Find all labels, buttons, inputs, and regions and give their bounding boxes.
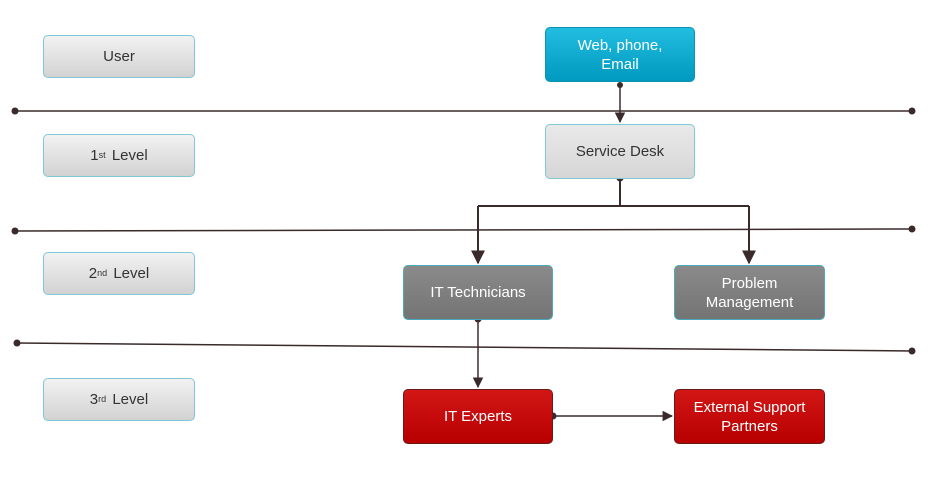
node-line: External Support bbox=[693, 398, 806, 416]
level-separator-3 bbox=[13, 339, 916, 355]
node-line: Management bbox=[705, 293, 794, 311]
node-line: Partners bbox=[721, 417, 778, 435]
node-line: Email bbox=[601, 55, 639, 73]
connector-channels-to-service-desk bbox=[614, 82, 626, 124]
node-external-support-partners: External Support Partners bbox=[674, 389, 825, 444]
node-line: Problem bbox=[721, 274, 778, 292]
node-label: Service Desk bbox=[575, 143, 665, 160]
node-line: Web, phone, bbox=[577, 36, 663, 54]
node-label: IT Experts bbox=[443, 408, 513, 425]
node-service-desk: Service Desk bbox=[545, 124, 695, 179]
level-word: Level bbox=[109, 265, 150, 282]
level-number: 3 bbox=[89, 391, 99, 408]
node-it-experts: IT Experts bbox=[403, 389, 553, 444]
connector-service-desk-to-second-level bbox=[471, 174, 756, 265]
node-label: IT Technicians bbox=[430, 284, 526, 301]
level-number: 1 bbox=[90, 147, 99, 164]
connector-technicians-to-experts bbox=[472, 315, 484, 389]
node-problem-management: Problem Management bbox=[674, 265, 825, 320]
level-word: Level bbox=[107, 147, 148, 164]
level-number: 2 bbox=[88, 265, 98, 282]
level-label-user: User bbox=[43, 35, 195, 78]
level-word: Level bbox=[108, 391, 149, 408]
node-it-technicians: IT Technicians bbox=[403, 265, 553, 320]
node-contact-channels: Web, phone, Email bbox=[545, 27, 695, 82]
level-separator-1 bbox=[11, 107, 916, 115]
level-separator-2 bbox=[11, 225, 916, 235]
level-label-text: User bbox=[103, 48, 135, 65]
connector-experts-to-external-support bbox=[549, 410, 674, 422]
